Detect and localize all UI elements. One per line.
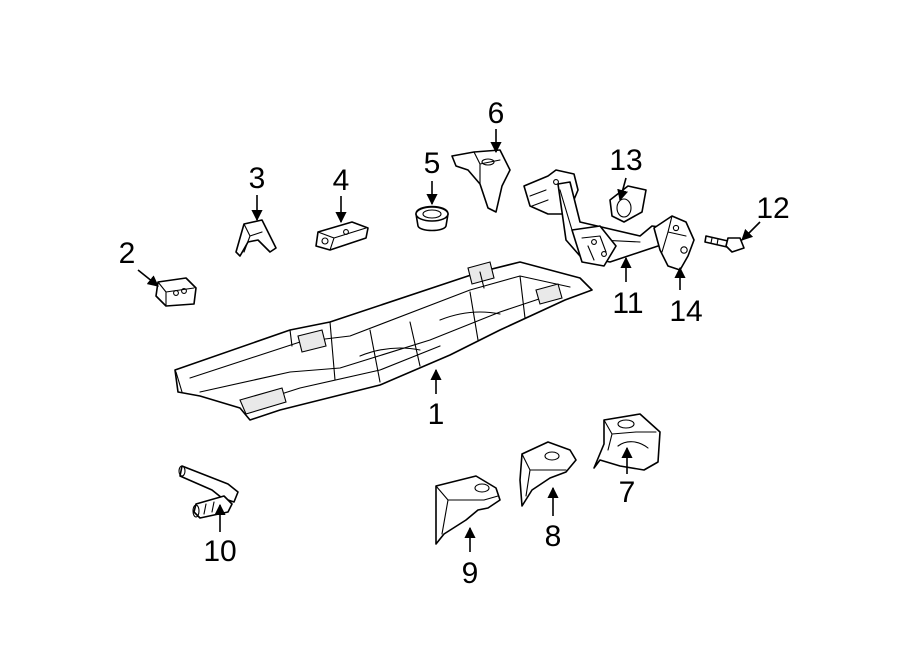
bolt-part-12 <box>704 235 745 253</box>
grommet-part-5 <box>415 205 449 232</box>
callout-10: 10 <box>203 535 236 568</box>
callout-13: 13 <box>609 144 642 177</box>
mount-bracket-part-7 <box>593 413 661 471</box>
bracket-part-2 <box>155 277 197 307</box>
callout-3: 3 <box>249 162 266 195</box>
hitch-part-11 <box>523 169 669 267</box>
bracket-part-6 <box>451 149 511 213</box>
bracket-part-14 <box>653 215 695 271</box>
bracket-part-3 <box>235 219 277 257</box>
callout-5: 5 <box>424 147 441 180</box>
callout-9: 9 <box>462 557 479 590</box>
callout-1: 1 <box>428 398 445 431</box>
plate-part-4 <box>315 221 369 251</box>
leader-2 <box>137 269 159 287</box>
mount-bracket-part-9 <box>435 475 501 545</box>
callout-11: 11 <box>612 287 643 320</box>
leader-12 <box>741 221 761 241</box>
leader-13 <box>617 177 629 202</box>
callout-2: 2 <box>119 237 136 270</box>
callout-12: 12 <box>756 192 789 225</box>
callout-4: 4 <box>333 164 350 197</box>
callout-7: 7 <box>619 476 636 509</box>
callout-8: 8 <box>545 520 562 553</box>
tow-bolt-part-10 <box>178 465 239 519</box>
callout-14: 14 <box>669 295 702 328</box>
mount-bracket-part-8 <box>519 441 577 507</box>
bushing-part-13 <box>609 185 647 223</box>
frame-part <box>174 261 593 421</box>
callout-6: 6 <box>488 97 505 130</box>
